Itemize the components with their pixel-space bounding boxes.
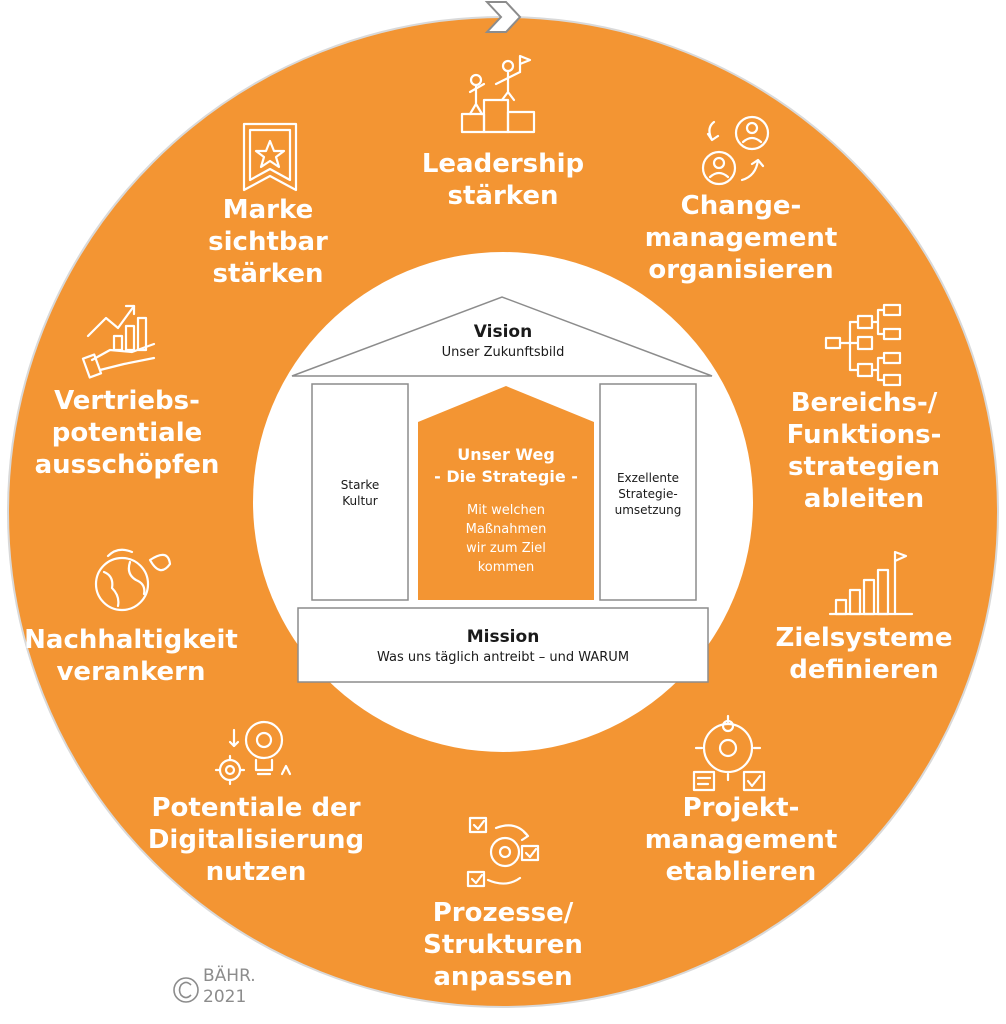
process-cycle-icon <box>466 816 540 888</box>
house-roof <box>291 296 713 377</box>
left-pillar-text: Starke Kultur <box>340 478 380 508</box>
segment-label-leadership: Leadership stärken <box>421 149 585 211</box>
growth-bars-flag-icon <box>828 550 914 616</box>
house-right-pillar <box>599 383 697 601</box>
segment-label-processes: Prozesse/ Strukturen anpassen <box>423 898 583 992</box>
copyright-icon <box>173 977 199 1003</box>
copyright-text: BÄHR. 2021 <box>203 966 256 1007</box>
vision-title: Vision <box>473 322 533 342</box>
segment-label-project-management: Projekt- management etablieren <box>644 793 838 887</box>
project-gear-icon <box>692 714 766 792</box>
change-people-icon <box>701 115 770 186</box>
segment-label-change-management: Change- management organisieren <box>644 191 838 285</box>
org-tree-icon <box>824 303 902 387</box>
vision-subtitle: Unser Zukunftsbild <box>441 345 565 360</box>
house-left-pillar <box>311 383 409 601</box>
globe-leaf-icon <box>94 548 172 612</box>
chevron-right-icon <box>484 1 522 33</box>
segment-label-sustainability: Nachhaltigkeit verankern <box>24 625 238 687</box>
segment-label-digitalization: Potentiale der Digitalisierung nutzen <box>147 793 365 887</box>
strategy-description: Mit welchen Maßnahmen wir zum Ziel komme… <box>465 503 547 575</box>
segment-label-functional-strategies: Bereichs-/ Funktions- strategien ableite… <box>786 388 942 514</box>
house-center-strategy <box>418 386 594 600</box>
digital-gear-bulb-icon <box>214 720 292 786</box>
mission-title: Mission <box>466 627 540 647</box>
strategy-house <box>291 296 713 683</box>
strategy-title: Unser Weg - Die Strategie - <box>434 445 578 486</box>
right-pillar-text: Exzellente Strategie- umsetzung <box>614 471 682 517</box>
mission-subtitle: Was uns täglich antreibt – und WARUM <box>376 650 630 665</box>
leadership-steps-icon <box>460 54 536 134</box>
brand-star-bookmark-icon <box>242 122 298 192</box>
house-base <box>297 607 709 683</box>
segment-label-brand: Marke sichtbar stärken <box>208 195 328 289</box>
hand-chart-icon <box>81 304 156 379</box>
segment-label-sales-potential: Vertriebs- potentiale ausschöpfen <box>34 386 220 480</box>
segment-label-target-systems: Zielsysteme definieren <box>775 623 953 685</box>
